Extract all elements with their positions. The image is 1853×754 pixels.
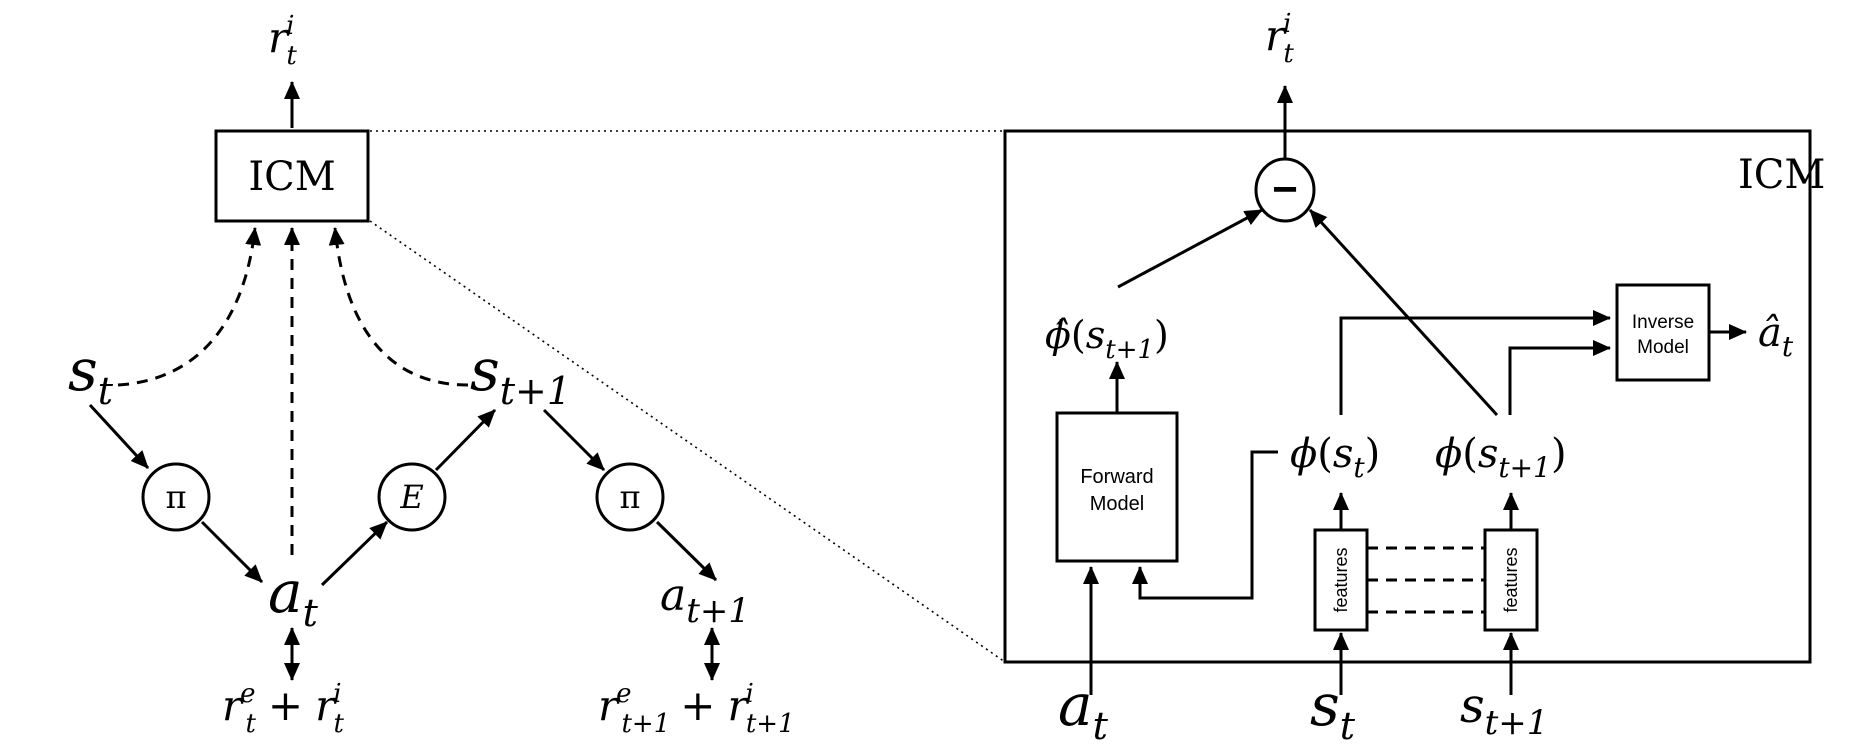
phi-st: ϕ(st) — [1290, 431, 1380, 484]
action-hat: ât — [1758, 310, 1794, 363]
dashed-arrow-st-to-icm — [117, 227, 262, 387]
inverse-model-label-2: Model — [1637, 337, 1689, 358]
arrow-phist-to-inverse — [1339, 310, 1611, 415]
policy-node-1 — [141, 462, 211, 532]
arrow-st-to-policy — [88, 403, 150, 470]
icm-box — [214, 129, 370, 223]
icm-detail-label: ICM — [1738, 152, 1825, 198]
icm-detail-frame — [1003, 129, 1812, 664]
arrow-st1-to-policy — [542, 408, 606, 472]
forward-model-box — [1055, 411, 1179, 563]
input-state-t: st — [1310, 671, 1356, 748]
icm-box-label: ICM — [248, 154, 335, 200]
arrow-phihat-to-subtract — [1117, 208, 1263, 289]
features-label-2: features — [1501, 547, 1521, 612]
arrow-phist1-to-inverse — [1508, 340, 1611, 415]
phi-st1: ϕ(st+1) — [1435, 431, 1567, 484]
arrow-phist-to-forward — [1132, 450, 1278, 600]
policy-symbol-1: π — [165, 478, 186, 516]
phi-hat-st1: ϕ̂(st+1) — [1045, 313, 1169, 365]
inverse-model-box — [1615, 283, 1711, 382]
arrow-policy-to-at1 — [655, 520, 718, 582]
arrow-phist1-to-subtract — [1308, 208, 1499, 417]
inverse-model-label-1: Inverse — [1632, 312, 1694, 333]
forward-model-label-1: Forward — [1080, 466, 1153, 488]
dashed-arrow-st1-to-icm — [328, 227, 469, 387]
arrow-policy-to-at — [200, 520, 264, 584]
environment-node — [377, 462, 447, 532]
features-label-1: features — [1331, 547, 1351, 612]
subtract-node — [1254, 157, 1316, 223]
left-state-t: st — [68, 336, 114, 413]
input-state-t1: st+1 — [1460, 678, 1548, 743]
arrow-at-to-environment — [320, 520, 389, 587]
environment-symbol: E — [399, 478, 423, 516]
forward-model-label-2: Model — [1090, 493, 1144, 515]
left-action-t1: at+1 — [660, 570, 750, 631]
left-state-t1: st+1 — [470, 336, 571, 413]
left-action-t: at — [268, 558, 319, 635]
policy-node-2 — [595, 462, 665, 532]
subtract-symbol: − — [1272, 165, 1298, 214]
arrow-environment-to-st1 — [434, 408, 497, 472]
input-action-t: at — [1058, 671, 1109, 748]
policy-symbol-2: π — [619, 478, 640, 516]
